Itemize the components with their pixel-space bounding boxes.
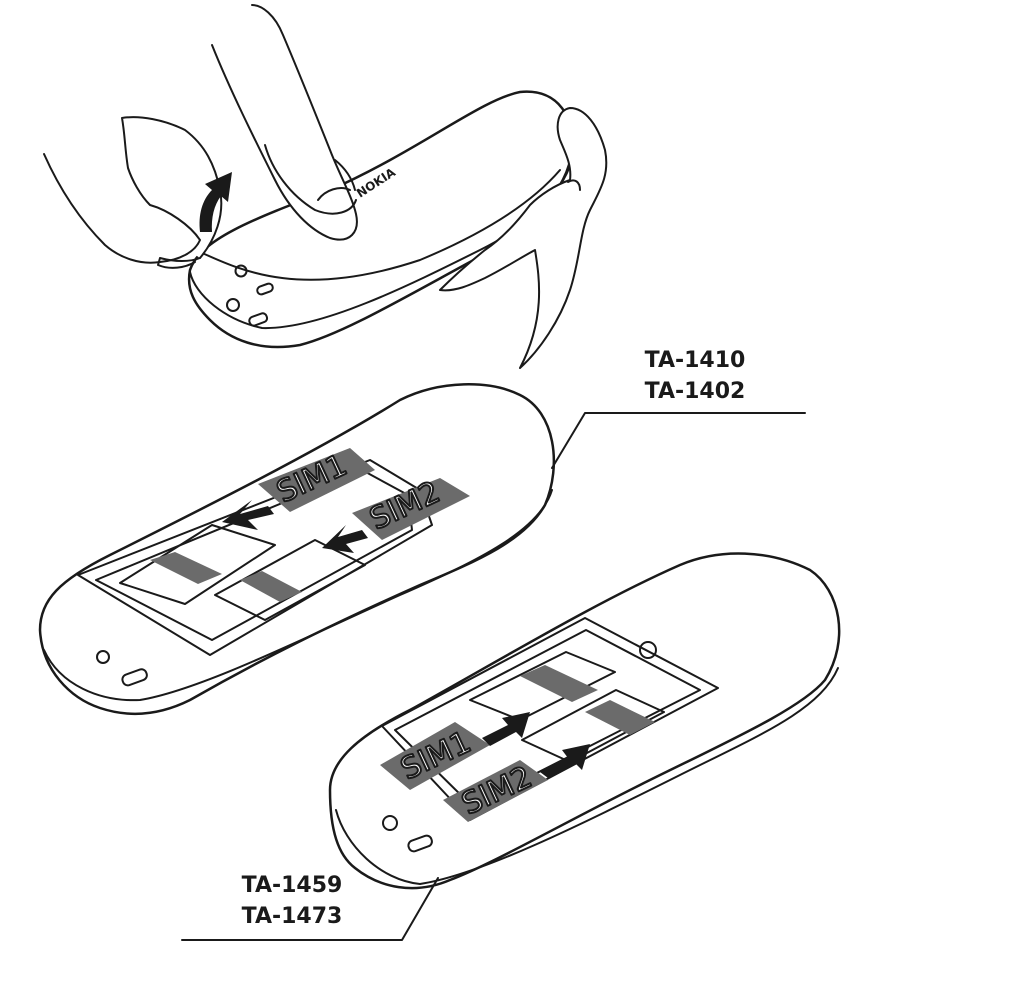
phone-top-jack xyxy=(234,264,248,278)
model-label-ta1402: TA-1402 xyxy=(644,379,746,404)
model-label-ta1473: TA-1473 xyxy=(241,904,343,929)
phone-middle-illustration: SIM1 SIM2 xyxy=(38,383,806,716)
phone-top-illustration: NOKIA xyxy=(43,4,608,369)
middle-hand xyxy=(211,4,358,241)
phone-bottom-hinge xyxy=(639,641,657,659)
sim-contact-4 xyxy=(585,700,655,735)
leader-line-bottom xyxy=(181,877,439,941)
right-hand-thumb-nail xyxy=(567,179,581,191)
middle-hand-knuckle xyxy=(334,159,356,191)
model-label-ta1459: TA-1459 xyxy=(241,873,343,898)
model-label-top: TA-1410 TA-1402 xyxy=(640,345,750,407)
phone-top-port xyxy=(226,298,240,312)
phone-bottom-body xyxy=(328,552,841,890)
model-label-bottom: TA-1459 TA-1473 xyxy=(237,870,347,932)
phone-bottom-port xyxy=(382,815,398,831)
sim-tray-bottom xyxy=(381,617,719,821)
left-hand-thumb xyxy=(157,257,201,269)
insert-arrow-icon xyxy=(222,500,274,530)
sim-contact-2 xyxy=(240,571,302,602)
phone-bottom-edge xyxy=(335,667,839,885)
phone-top-slot xyxy=(256,282,274,296)
sim-contact-3 xyxy=(520,665,598,702)
insert-arrow-icon xyxy=(322,525,368,553)
phone-middle-port xyxy=(96,650,110,664)
phone-bottom-usb xyxy=(407,834,433,853)
insert-arrow-icon xyxy=(540,744,590,778)
phone-top-body xyxy=(187,90,574,349)
lift-arrow-icon xyxy=(199,172,232,232)
left-hand xyxy=(43,116,223,264)
phone-middle-usb xyxy=(121,668,148,687)
phone-middle-edge xyxy=(43,489,553,702)
model-label-ta1410: TA-1410 xyxy=(644,348,746,373)
phone-top-cover-seam xyxy=(199,169,561,281)
phone-top-usb xyxy=(248,312,269,327)
middle-hand-finger xyxy=(264,144,357,215)
middle-hand-nail xyxy=(317,187,351,201)
phone-bottom-illustration: SIM1 SIM2 xyxy=(181,552,841,941)
sim-contact-1 xyxy=(150,552,222,584)
insert-arrow-icon xyxy=(482,712,530,746)
leader-line-top xyxy=(551,412,806,469)
